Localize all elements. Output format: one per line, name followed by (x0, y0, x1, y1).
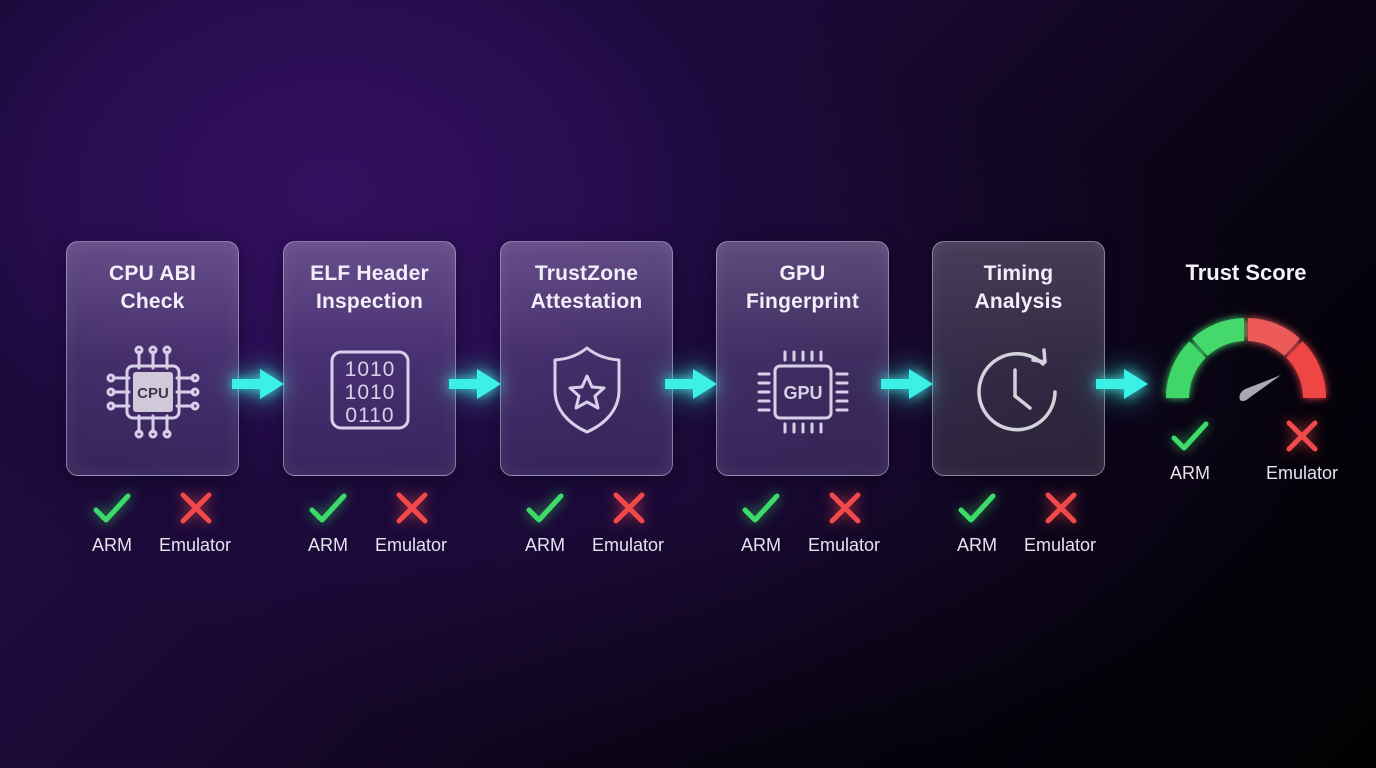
shield-star-icon (537, 342, 637, 442)
cpu-chip-icon: CPU (103, 342, 203, 442)
arrow-right-icon (447, 366, 503, 402)
stage-title: ELF Header Inspection (310, 262, 429, 313)
clock-refresh-icon (969, 342, 1069, 442)
svg-text:0110: 0110 (345, 404, 394, 427)
stage-title: TrustZone Attestation (530, 262, 643, 313)
fail-label: Emulator (158, 535, 232, 555)
stage-card-gpu: GPU Fingerprint GPU (716, 241, 889, 476)
gpu-chip-icon: GPU (753, 342, 853, 442)
trust-score-title: Trust Score (1185, 260, 1307, 285)
cross-icon (1039, 490, 1083, 528)
cross-icon (607, 490, 651, 528)
pass-label: ARM (741, 535, 781, 555)
arrow-right-icon (879, 366, 935, 402)
cross-icon (390, 490, 434, 528)
arrow-right-icon (663, 366, 719, 402)
checkmark-icon (306, 490, 350, 528)
fail-label: Emulator (1265, 463, 1339, 483)
checkmark-icon (523, 490, 567, 528)
stage-verdict-trustzone: ARM Emulator (495, 490, 675, 560)
pass-label: ARM (308, 535, 348, 555)
stage-card-trustzone: TrustZone Attestation (500, 241, 673, 476)
stage-title: CPU ABI Check (109, 262, 196, 313)
stage-verdict-elf-header: ARM Emulator (278, 490, 458, 560)
svg-text:CPU: CPU (137, 385, 169, 402)
arrow-right-icon (230, 366, 286, 402)
trust-score-verdict: ARM Emulator (1142, 418, 1362, 488)
pass-label: ARM (957, 535, 997, 555)
svg-text:GPU: GPU (783, 383, 822, 403)
fail-label: Emulator (374, 535, 448, 555)
stage-verdict-cpu-abi: ARM Emulator (62, 490, 242, 560)
checkmark-icon (955, 490, 999, 528)
binary-code-icon: 1010 1010 0110 (320, 342, 420, 442)
stage-title: Timing Analysis (974, 262, 1063, 313)
fail-label: Emulator (807, 535, 881, 555)
arrow-right-icon (1094, 366, 1150, 402)
pass-label: ARM (525, 535, 565, 555)
stage-verdict-timing: ARM Emulator (927, 490, 1107, 560)
svg-text:1010: 1010 (344, 381, 395, 404)
stage-card-cpu-abi: CPU ABI Check CPU (66, 241, 239, 476)
cross-icon (1280, 418, 1324, 456)
fail-label: Emulator (591, 535, 665, 555)
fail-label: Emulator (1023, 535, 1097, 555)
checkmark-icon (1168, 418, 1212, 456)
checkmark-icon (90, 490, 134, 528)
svg-text:1010: 1010 (344, 358, 395, 381)
cross-icon (174, 490, 218, 528)
stage-verdict-gpu: ARM Emulator (711, 490, 891, 560)
stage-card-elf-header: ELF Header Inspection 1010 1010 0110 (283, 241, 456, 476)
gauge-icon (1156, 308, 1336, 418)
cross-icon (823, 490, 867, 528)
checkmark-icon (739, 490, 783, 528)
pass-label: ARM (1170, 463, 1210, 483)
stage-card-timing: Timing Analysis (932, 241, 1105, 476)
stage-title: GPU Fingerprint (745, 262, 860, 313)
pass-label: ARM (92, 535, 132, 555)
